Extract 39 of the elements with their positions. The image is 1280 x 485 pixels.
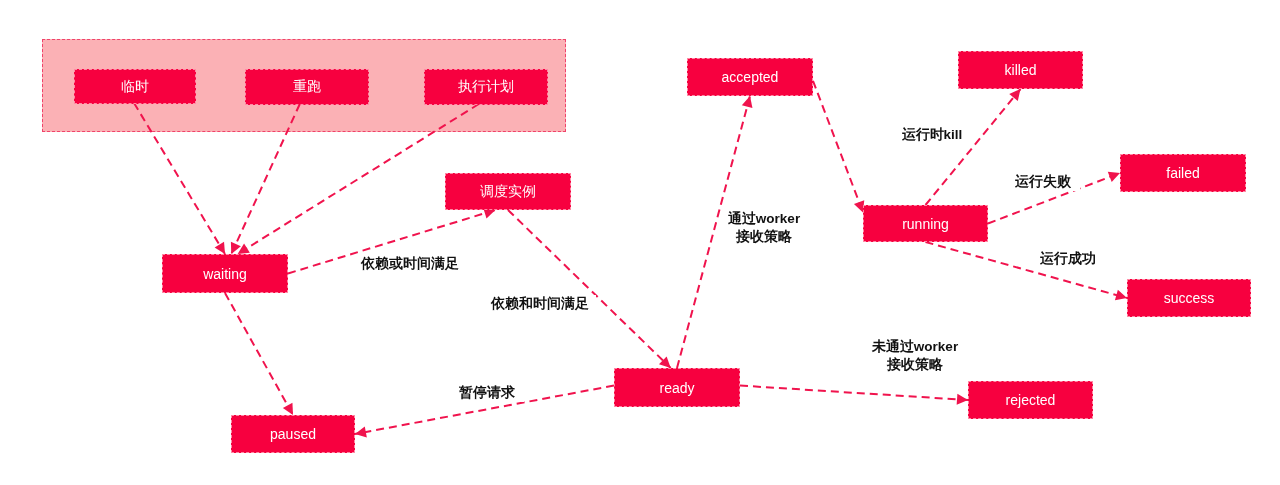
arrow [812, 79, 865, 214]
state-box [863, 205, 988, 242]
state-box [968, 381, 1093, 419]
state-label: success [1163, 290, 1215, 306]
arrow [676, 95, 753, 369]
state-box [687, 58, 813, 96]
state-label: ready [659, 379, 695, 396]
arrow [924, 241, 1128, 301]
state-label: failed [1166, 165, 1200, 181]
state-box [245, 69, 369, 105]
group-box [42, 39, 566, 132]
arrow [230, 103, 301, 255]
arrow [987, 171, 1121, 225]
state-box [424, 69, 548, 105]
arrow [739, 384, 969, 405]
state-label: paused [270, 426, 316, 442]
arrow [924, 88, 1022, 206]
state-box [445, 173, 571, 210]
state-label: accepted [721, 69, 779, 85]
arrow [224, 292, 294, 416]
state-label: 重跑 [293, 78, 321, 96]
state-box [1120, 154, 1246, 192]
state-label: 临时 [121, 77, 149, 96]
arrow [133, 102, 226, 255]
state-box [614, 368, 740, 407]
state-box [1127, 279, 1251, 317]
state-box [231, 415, 355, 453]
state-label: 调度实例 [480, 182, 536, 201]
arrow [507, 209, 672, 369]
state-label: killed [1004, 62, 1037, 78]
arrow [354, 384, 615, 438]
state-label: running [902, 215, 949, 232]
state-label: 执行计划 [458, 78, 514, 96]
state-label: rejected [1005, 392, 1056, 408]
arrow [236, 103, 480, 255]
state-box [162, 254, 288, 293]
state-box [74, 69, 196, 104]
state-label: waiting [203, 265, 247, 282]
state-box [958, 51, 1083, 89]
